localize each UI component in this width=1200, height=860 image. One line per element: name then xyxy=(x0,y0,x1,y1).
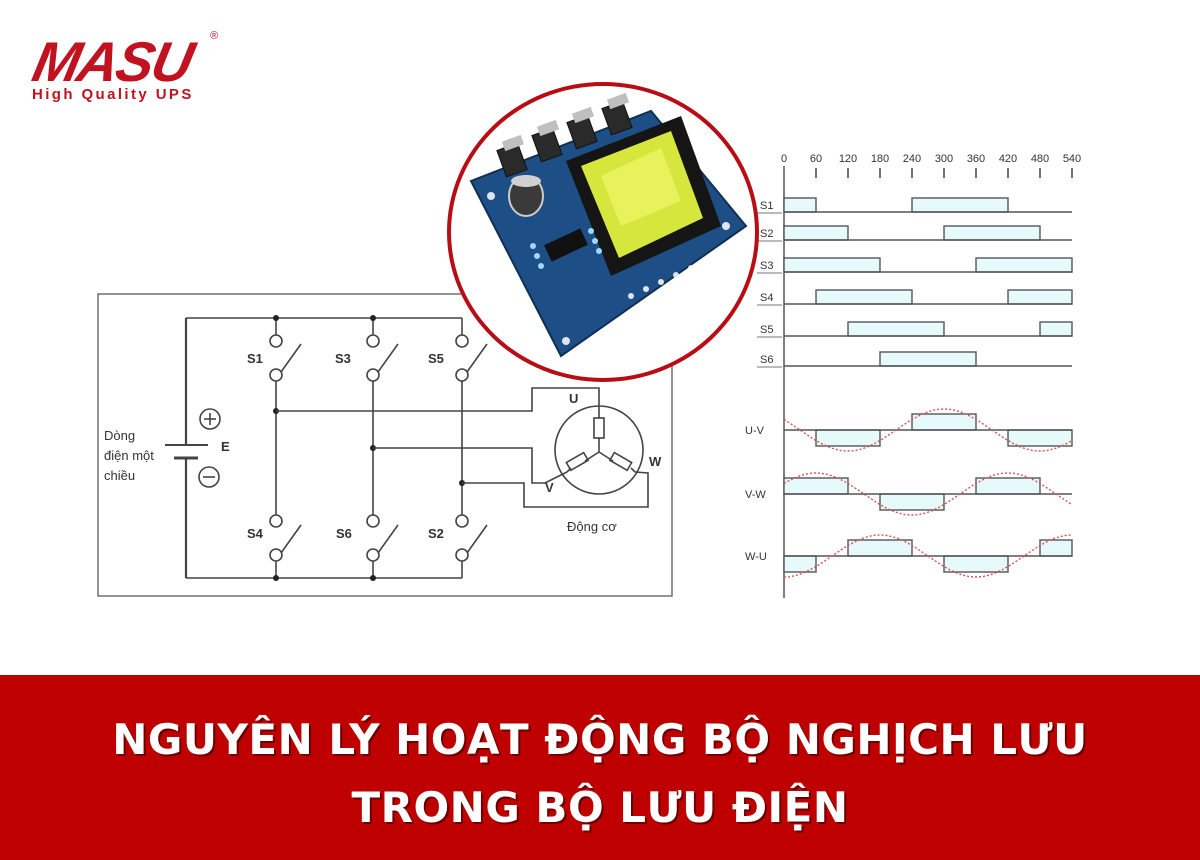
x-tick-label: 360 xyxy=(967,153,985,165)
phase-label-u: U xyxy=(569,391,578,406)
inverter-diagram: Dòng điện một chiều E S1 S3 S5 S4 S6 S2 … xyxy=(97,153,1081,598)
source-label-line3: chiều xyxy=(104,468,135,483)
banner-title-line1: NGUYÊN LÝ HOẠT ĐỘNG BỘ NGHỊCH LƯU xyxy=(112,715,1088,764)
voltage-step xyxy=(847,539,913,557)
switch-row-label: S2 xyxy=(760,228,773,240)
switch-row-label: S6 xyxy=(760,354,773,366)
voltage-row-label: W-U xyxy=(745,551,767,563)
phase-label-w: W xyxy=(649,454,662,469)
x-tick-label: 420 xyxy=(999,153,1017,165)
voltage-step xyxy=(1039,539,1073,557)
switch-pulse xyxy=(847,321,945,337)
switch-pulse xyxy=(815,289,913,305)
switch-row-s6: S6 xyxy=(757,351,1072,368)
switch-row-label: S4 xyxy=(760,292,773,304)
switch-row-s3: S3 xyxy=(757,257,1073,274)
pcb-illustration xyxy=(469,92,748,358)
switch-row-s4: S4 xyxy=(757,289,1073,306)
banner-title-line2: TRONG BỘ LƯU ĐIỆN xyxy=(351,783,849,832)
voltage-row-v-w: V-W xyxy=(745,472,1073,516)
timing-chart: 0 60 120 180 240 300 360 420 480 540 S1S2S3S4S5S6… xyxy=(745,153,1081,598)
motor-symbol xyxy=(554,405,644,495)
source-e-label: E xyxy=(221,439,230,454)
switch-pulse xyxy=(911,197,1009,213)
switch-pulse xyxy=(1039,321,1073,337)
switch-row-label: S1 xyxy=(760,200,773,212)
battery-polarity xyxy=(198,408,221,488)
fundamental-sine-wave xyxy=(783,408,1073,452)
voltage-row-label: U-V xyxy=(745,425,765,437)
switch-pulse xyxy=(943,225,1041,241)
voltage-row-w-u: W-U xyxy=(745,534,1073,578)
switch-row-label: S3 xyxy=(760,260,773,272)
switch-leg-1 xyxy=(269,318,302,578)
inverter-circuit xyxy=(97,293,673,597)
switch-row-s2: S2 xyxy=(757,225,1072,242)
masu-logo: MASU ® High Quality UPS xyxy=(27,28,228,108)
voltage-row-label: V-W xyxy=(745,489,766,501)
x-tick-label: 240 xyxy=(903,153,921,165)
x-tick-label: 60 xyxy=(810,153,822,165)
voltage-step xyxy=(1007,429,1073,447)
phase-label-v: V xyxy=(545,480,554,495)
inverter-board-photo xyxy=(447,82,759,382)
source-label-line1: Dòng xyxy=(104,428,135,443)
voltage-step xyxy=(783,477,849,495)
voltage-step xyxy=(911,413,977,431)
x-tick-label: 480 xyxy=(1031,153,1049,165)
switch-label-s4: S4 xyxy=(247,526,264,541)
x-tick-label: 540 xyxy=(1063,153,1081,165)
switch-pulse xyxy=(783,257,881,273)
source-label-line2: điện một xyxy=(104,448,154,463)
switch-pulse xyxy=(783,225,849,241)
switch-row-s1: S1 xyxy=(757,197,1072,214)
voltage-step xyxy=(879,493,945,511)
switch-label-s2: S2 xyxy=(428,526,444,541)
title-banner: NGUYÊN LÝ HOẠT ĐỘNG BỘ NGHỊCH LƯU TRONG … xyxy=(0,675,1200,860)
switch-label-s5: S5 xyxy=(428,351,444,366)
x-tick-label: 120 xyxy=(839,153,857,165)
voltage-step xyxy=(975,477,1041,495)
fundamental-sine-wave xyxy=(783,534,1073,578)
switch-pulse xyxy=(975,257,1073,273)
voltage-row-u-v: U-V xyxy=(745,408,1073,452)
switch-row-label: S5 xyxy=(760,324,773,336)
x-tick-label: 180 xyxy=(871,153,889,165)
switch-label-s3: S3 xyxy=(335,351,351,366)
switch-leg-3 xyxy=(455,318,488,578)
voltage-step xyxy=(943,555,1009,573)
fundamental-sine-wave xyxy=(783,472,1073,516)
motor-label: Động cơ xyxy=(567,519,617,534)
x-tick-label: 300 xyxy=(935,153,953,165)
registered-mark: ® xyxy=(210,30,219,42)
x-tick-label: 0 xyxy=(781,153,787,165)
switch-label-s6: S6 xyxy=(336,526,352,541)
switch-label-s1: S1 xyxy=(247,351,263,366)
switch-pulse xyxy=(1007,289,1073,305)
switch-row-s5: S5 xyxy=(757,321,1073,338)
switch-pulse xyxy=(783,197,817,213)
logo-tagline: High Quality UPS xyxy=(32,86,194,103)
voltage-step xyxy=(815,429,881,447)
switch-pulse xyxy=(879,351,977,367)
